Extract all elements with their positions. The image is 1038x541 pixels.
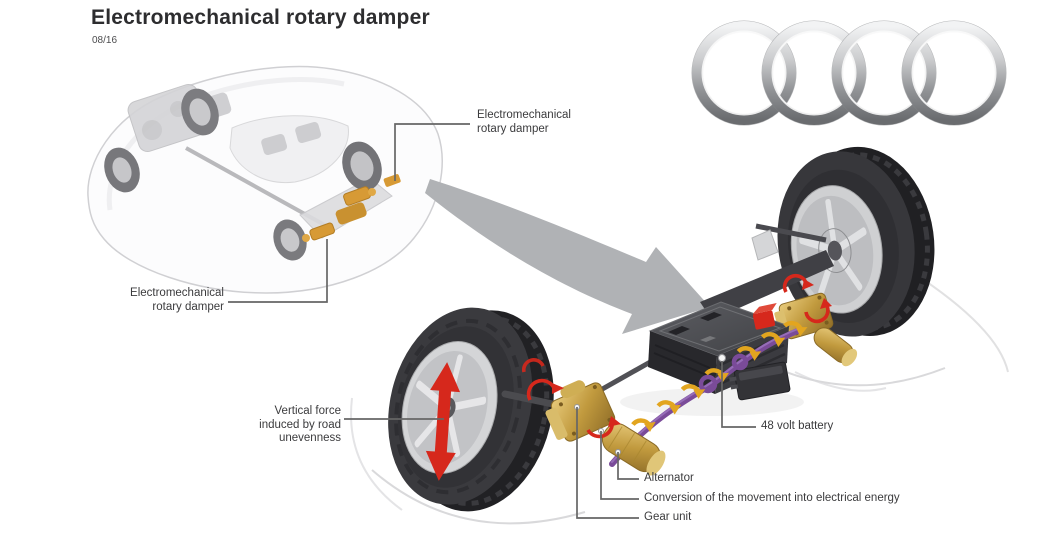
energy-cable-illustration [610,318,810,467]
date-stamp: 08/16 [92,35,118,46]
label-line: induced by road [259,418,341,431]
car-wheels [104,88,382,261]
ring-1 [691,20,797,126]
label-alternator: Alternator [644,472,694,484]
alternator-illustration [601,423,666,476]
label-line: Electromechanical [477,109,571,121]
leader-battery [721,361,756,428]
label-line: rotary damper [477,122,549,135]
label-gear-unit: Gear unit [644,511,692,523]
leader-damper-right [394,123,470,181]
audi-rings-icon [691,20,1007,126]
label-48-volt-battery: 48 volt battery [761,420,834,432]
gear-unit-illustration [545,380,616,442]
vertical-force-arrow [425,362,461,481]
ring-2 [761,20,867,126]
rotation-arrows [521,358,621,439]
label-line: Vertical force [274,405,341,417]
leader-alternator [617,452,639,480]
red-connector [752,302,777,330]
ring-4 [901,20,1007,126]
leader-lines [228,123,756,519]
rear-wheel-illustration [700,146,935,337]
zoom-transfer-arrow [425,179,710,334]
label-damper-car-left: Electromechanical rotary damper [94,287,224,314]
converter-module-illustration [729,361,791,401]
ground-lines [350,271,1009,525]
car-illustration [87,65,443,294]
suspension-arm [700,250,834,320]
leader-gear-unit [576,407,639,519]
car-rotary-dampers-highlight [302,174,401,242]
label-line: Electromechanical [130,287,224,299]
label-conversion: Conversion of the movement into electric… [644,492,900,504]
label-line: rotary damper [152,300,224,313]
label-line: unevenness [278,432,341,444]
leader-damper-left [228,239,328,303]
page-title: Electromechanical rotary damper [91,6,430,29]
label-damper-car-right: Electromechanical rotary damper [477,109,571,136]
leader-conversion [600,431,639,500]
label-vertical-force: Vertical force induced by road unevennes… [231,405,341,446]
front-wheel-illustration [388,307,566,512]
ring-3 [831,20,937,126]
